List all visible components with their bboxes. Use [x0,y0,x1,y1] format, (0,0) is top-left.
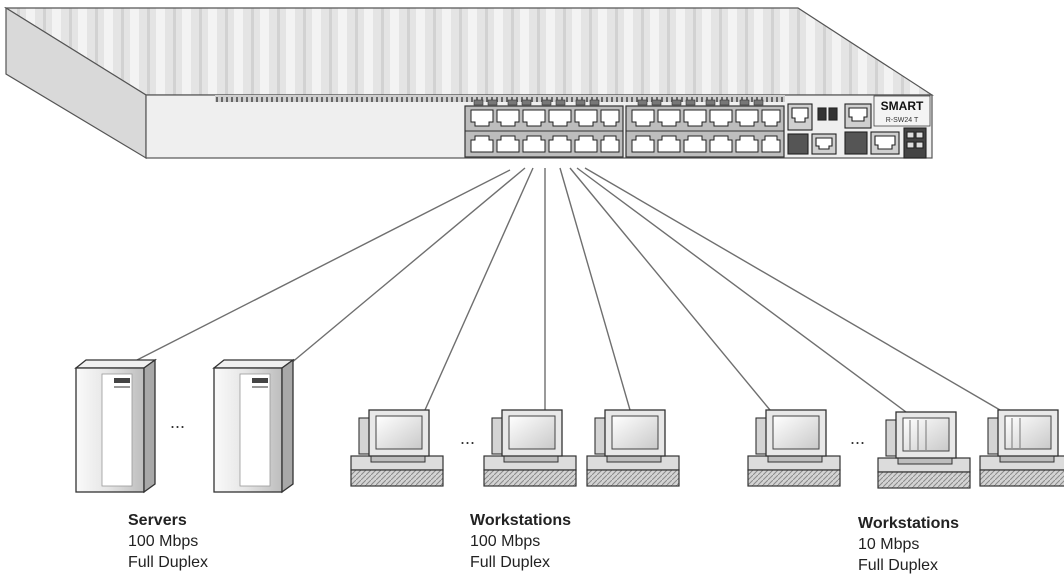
workstation-icon [877,411,971,489]
workstation-icon [747,409,841,487]
ellipsis-workstations-100: ... [460,428,475,448]
switch-top-panel [3,7,935,96]
cable [424,167,534,411]
cable [584,167,1001,411]
group-title: Workstations [470,512,572,529]
group-duplex: Full Duplex [470,554,551,571]
ellipsis-servers: ... [170,412,185,432]
brand-logo: SMART [881,99,924,113]
group-title: Workstations [858,515,960,532]
cable [136,169,511,361]
vent-strip [215,95,785,102]
ethernet-port-block-2 [625,105,785,158]
network-cables [136,167,1001,416]
group-duplex: Full Duplex [858,557,939,574]
group-speed: 10 Mbps [858,536,920,553]
workstation-icon [350,409,444,487]
server-tower-icon [74,358,157,494]
network-switch: SMART R-SW24 T [3,6,935,160]
model-label: R-SW24 T [886,117,919,124]
cable [289,167,526,365]
cable [576,167,911,416]
group-title: Servers [128,512,187,529]
server-tower-icon [212,358,295,494]
workstation-icon [979,409,1064,487]
workstation-icon [483,409,577,487]
ellipsis-workstations-10: ... [850,428,865,448]
group-duplex: Full Duplex [128,554,209,571]
servers-caption: Servers 100 Mbps Full Duplex [128,510,208,573]
uplink-modules [787,103,927,159]
brand-plate [873,95,931,127]
group-speed: 100 Mbps [128,533,199,550]
workstations-100-caption: Workstations 100 Mbps Full Duplex [470,510,571,573]
ethernet-port-block-1 [464,105,624,158]
port-led-row [473,99,764,106]
workstations-10-caption: Workstations 10 Mbps Full Duplex [858,513,959,576]
cable [559,167,631,411]
cable [569,167,771,411]
workstation-icon [586,409,680,487]
group-speed: 100 Mbps [470,533,541,550]
